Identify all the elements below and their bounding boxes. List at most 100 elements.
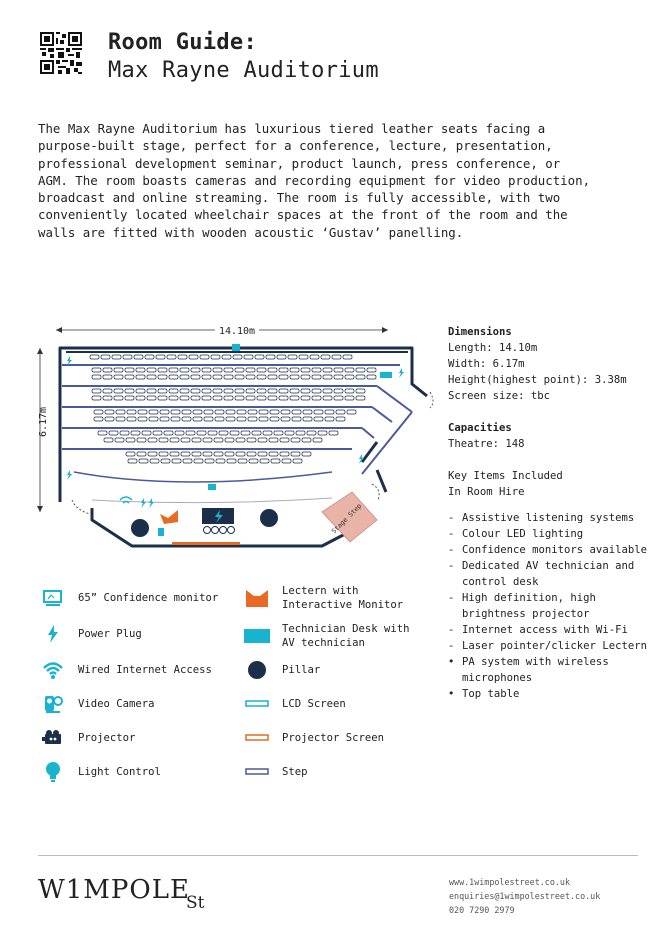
seat [201,367,212,373]
key-items-heading: Key Items Included [448,470,563,482]
seat [174,430,185,436]
seat [223,388,234,394]
seat [248,458,259,464]
seat [268,451,279,457]
seat [229,430,240,436]
seat [182,458,193,464]
seat [300,367,311,373]
seat [224,437,235,443]
seat [201,395,212,401]
seat [322,388,333,394]
seat [245,395,256,401]
seat [247,409,258,415]
seat [234,388,245,394]
seat [103,437,114,443]
legend-label: Lectern with Interactive Monitor [282,585,404,611]
seat [258,416,269,422]
key-item: -Assistive listening systems [448,510,663,526]
seat [344,395,355,401]
seat [201,374,212,380]
key-item-text: Dedicated AV technician and control desk [462,560,635,588]
seat [135,367,146,373]
seat [289,388,300,394]
seat [204,458,215,464]
seat [152,430,163,436]
seat [234,374,245,380]
lcd-screen-icon [242,692,272,716]
seat [256,388,267,394]
email-link[interactable]: enquiries@1wimpolestreet.co.uk [449,891,601,901]
seat [278,388,289,394]
seat [259,458,270,464]
key-item-text: Confidence monitors available [462,544,647,556]
seat [135,374,146,380]
seat [243,354,254,360]
seat [157,395,168,401]
key-item-marker: - [448,512,455,524]
seat [108,430,119,436]
seat [226,458,237,464]
website-link[interactable]: www.1wimpolestreet.co.uk [449,877,571,887]
video-camera-icon [38,692,68,716]
seat [122,354,133,360]
key-item: -High definition, high brightness projec… [448,590,663,622]
key-item-text: Assistive listening systems [462,512,635,524]
seat [245,388,256,394]
seat [309,354,320,360]
seat [342,354,353,360]
seat [247,416,258,422]
seat [213,451,224,457]
seat [166,354,177,360]
seat [289,367,300,373]
seat [203,416,214,422]
seat [333,395,344,401]
seat [300,374,311,380]
seat [322,374,333,380]
intro-paragraph: The Max Rayne Auditorium has luxurious t… [38,121,591,240]
legend-label: Video Camera [78,698,155,710]
seat [267,374,278,380]
seat [302,409,313,415]
seat [159,416,170,422]
legend-projector: Projector [38,726,135,750]
seat [114,437,125,443]
seat [273,430,284,436]
seat [188,354,199,360]
legend-label: Power Plug [78,628,142,640]
seat [212,388,223,394]
room-specs: Dimensions Length: 14.10m Width: 6.17m H… [448,324,663,702]
key-item-marker: • [448,656,455,668]
seat [119,430,130,436]
seat [146,395,157,401]
seat [268,437,279,443]
seat [223,395,234,401]
seat [344,374,355,380]
seat [115,416,126,422]
key-item-marker: - [448,528,455,540]
seat [245,367,256,373]
seat [168,374,179,380]
seat [89,354,100,360]
seat [322,395,333,401]
seat [168,395,179,401]
key-item-text: Top table [462,688,520,700]
key-items-list: -Assistive listening systems-Colour LED … [448,510,663,702]
seat [223,374,234,380]
key-item: -Laser pointer/clicker Lectern [448,638,663,654]
seat [331,354,342,360]
seat [224,451,235,457]
seat [246,451,257,457]
seat [313,416,324,422]
seat [300,388,311,394]
legend-wired-internet: Wired Internet Access [38,658,212,682]
seat [136,437,147,443]
seat [91,388,102,394]
logo-main-text: W1MPOLE [38,875,190,905]
seat [191,451,202,457]
pillar-right [260,509,278,527]
seat [267,367,278,373]
seat [146,367,157,373]
seat [278,374,289,380]
seat [289,395,300,401]
seat [133,354,144,360]
